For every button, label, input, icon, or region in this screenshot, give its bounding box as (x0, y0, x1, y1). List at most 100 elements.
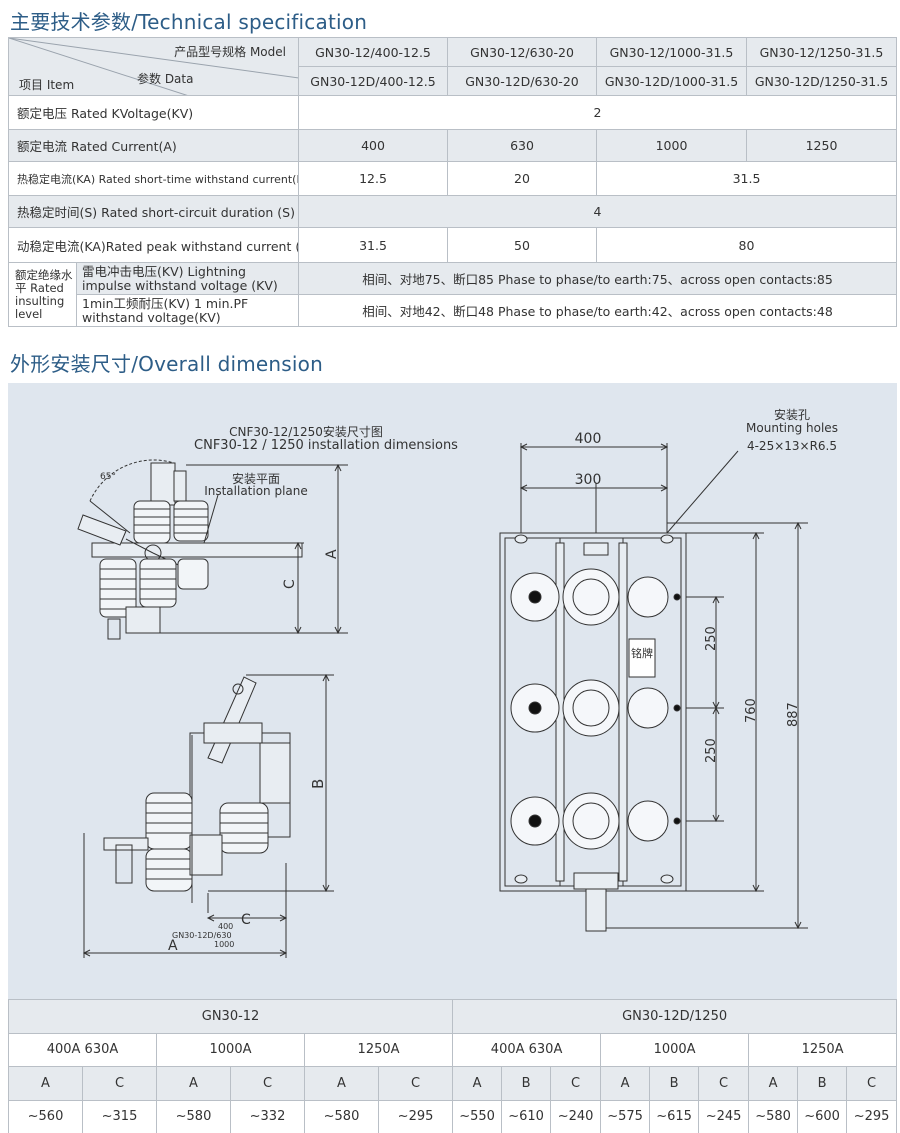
dim-value: ~575 (600, 1099, 651, 1133)
dim-value: ~560 (8, 1099, 83, 1133)
pf-label: 1min工频耐压(KV) 1 min.PF withstand voltage(… (76, 294, 299, 327)
dim-a-upper: A (324, 549, 340, 559)
dim-250-b: 250 (704, 738, 719, 763)
dim-value: ~240 (550, 1099, 602, 1133)
dim-letter: A (304, 1066, 379, 1101)
current-value: 400 (298, 129, 448, 162)
dim-letter: A (8, 1066, 83, 1101)
dim-value: ~580 (748, 1099, 799, 1133)
short-time-value: 20 (447, 161, 597, 196)
dim-letter: A (600, 1066, 651, 1101)
nameplate-line1: 铭牌 (631, 646, 653, 660)
row-label-short-time: 热稳定电流(KA) Rated short-time withstand cur… (8, 161, 299, 196)
rating-header: 1250A (303, 1032, 454, 1067)
spec-table: 产品型号规格 Model 参数 Data 项目 Item GN30-12/400… (8, 37, 897, 327)
dim-letter: C (550, 1066, 602, 1101)
current-value: 1000 (596, 129, 747, 162)
specification-heading: 主要技术参数/Technical specification (10, 10, 368, 34)
dim-887: 887 (786, 702, 801, 727)
note-400: 400 (218, 922, 233, 931)
dim-300: 300 (575, 472, 602, 488)
dim-a-lower: A (168, 938, 178, 954)
left-title-cn: CNF30-12/1250安装尺寸图 (229, 424, 383, 439)
dim-letter: A (748, 1066, 799, 1101)
rating-header: 400A 630A (452, 1032, 602, 1067)
current-value: 630 (447, 129, 597, 162)
dim-value: ~315 (82, 1099, 157, 1133)
pf-value: 相间、对地42、断口48 Phase to phase/to earth:42、… (298, 294, 897, 327)
current-value: 1250 (746, 129, 897, 162)
dim-letter: C (230, 1066, 305, 1101)
dim-b: B (309, 779, 327, 789)
dim-value: ~600 (797, 1099, 848, 1133)
rating-header: 1000A (156, 1032, 305, 1067)
dimension-heading: 外形安装尺寸/Overall dimension (10, 352, 323, 376)
dim-760: 760 (744, 698, 759, 723)
row-label-current: 额定电流 Rated Current(A) (8, 129, 299, 162)
row-label-duration: 热稳定时间(S) Rated short-circuit duration (S… (8, 195, 299, 228)
dim-value: ~580 (304, 1099, 379, 1133)
holes-en: Mounting holes (746, 421, 838, 435)
model-cell: GN30-12/1000-31.5 (596, 37, 747, 67)
model-cell: GN30-12D/400-12.5 (298, 66, 448, 96)
drawing-canvas: CNF30-12/1250安装尺寸图 CNF30-12 / 1250 insta… (77, 407, 838, 958)
dim-value: ~295 (846, 1099, 898, 1133)
plane-en: Installation plane (204, 484, 308, 498)
note-1000: 1000 (214, 940, 234, 949)
dim-letter: B (501, 1066, 552, 1101)
item-label: 项目 Item (19, 78, 75, 92)
spec-header-corner: 产品型号规格 Model 参数 Data 项目 Item (8, 37, 299, 96)
left-title-en: CNF30-12 / 1250 installation dimensions (194, 438, 458, 453)
impulse-value: 相间、对地75、断口85 Phase to phase/to earth:75、… (298, 262, 897, 295)
rating-header: 1000A (600, 1032, 750, 1067)
dim-letter: C (377, 1066, 454, 1101)
dim-value: ~580 (156, 1099, 231, 1133)
peak-value: 80 (596, 227, 897, 263)
plane-cn: 安装平面 (232, 471, 280, 486)
dim-value: ~245 (698, 1099, 750, 1133)
dim-250-a: 250 (704, 626, 719, 651)
model-cell: GN30-12D/1250-31.5 (746, 66, 897, 96)
duration-value: 4 (298, 195, 897, 228)
dim-c-upper: C (282, 579, 298, 589)
dim-letter: C (82, 1066, 157, 1101)
rating-header: 1250A (748, 1032, 898, 1067)
row-label-voltage: 额定电压 Rated KVoltage(KV) (8, 95, 299, 130)
dim-c-lower: C (241, 912, 251, 928)
model-cell: GN30-12D/1000-31.5 (596, 66, 747, 96)
note-model: GN30-12D/630 (172, 931, 232, 940)
dim-letter: A (452, 1066, 503, 1101)
model-cell: GN30-12/400-12.5 (298, 37, 448, 67)
dim-letter: A (156, 1066, 231, 1101)
holes-spec: 4-25×13×R6.5 (747, 439, 837, 453)
dim-letter: C (846, 1066, 898, 1101)
group-header: GN30-12D/1250 (452, 999, 898, 1034)
model-cell: GN30-12/1250-31.5 (746, 37, 897, 67)
dim-value: ~550 (452, 1099, 503, 1133)
short-time-value: 31.5 (596, 161, 897, 196)
dim-value: ~332 (230, 1099, 305, 1133)
dimension-table: GN30-12 GN30-12D/1250 400A 630A 1000A 12… (7, 999, 898, 1133)
dim-letter: B (797, 1066, 848, 1101)
row-label-peak: 动稳定电流(KA)Rated peak withstand current (K… (8, 227, 299, 263)
voltage-value: 2 (298, 95, 897, 130)
data-label: 参数 Data (137, 72, 194, 86)
rating-header: 400A 630A (8, 1032, 157, 1067)
dim-value: ~615 (649, 1099, 700, 1133)
peak-value: 31.5 (298, 227, 448, 263)
short-time-value: 12.5 (298, 161, 448, 196)
group-header: GN30-12 (7, 999, 454, 1034)
dim-value: ~610 (501, 1099, 552, 1133)
dim-value: ~295 (377, 1099, 454, 1133)
diagonal-lines (9, 38, 298, 95)
model-label: 产品型号规格 Model (174, 45, 286, 59)
model-cell: GN30-12D/630-20 (447, 66, 597, 96)
dim-letter: B (649, 1066, 700, 1101)
angle-label: 65° (100, 472, 116, 482)
insulation-label: 额定绝缘水平 Rated insulting level (8, 262, 77, 327)
dim-letter: C (698, 1066, 750, 1101)
dim-400: 400 (575, 431, 602, 447)
dimension-drawing: CNF30-12/1250安装尺寸图 CNF30-12 / 1250 insta… (8, 383, 897, 999)
holes-cn: 安装孔 (774, 407, 810, 422)
impulse-label: 雷电冲击电压(KV) Lightning impulse withstand v… (76, 262, 299, 295)
